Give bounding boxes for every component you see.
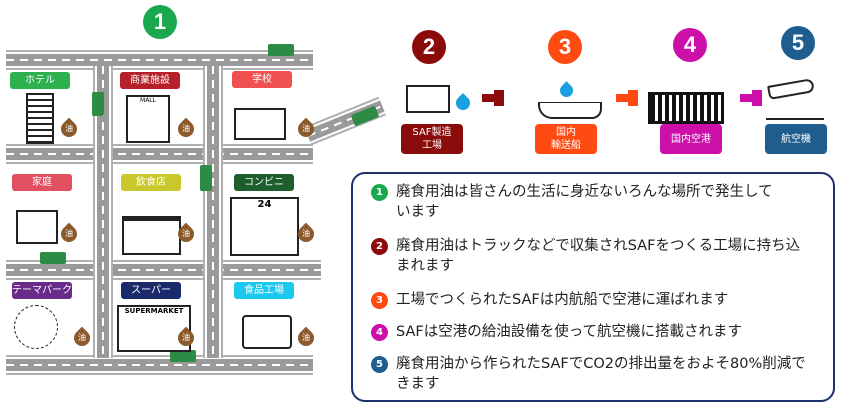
- step-5-badge: 5: [781, 26, 815, 60]
- arrow-right-icon: [740, 90, 762, 106]
- explanation-item: 4 SAFは空港の給油設備を使って航空機に搭載されます: [371, 322, 841, 342]
- airport-icon: [648, 92, 724, 124]
- mall-icon: MALL: [126, 95, 170, 143]
- road: [95, 66, 111, 358]
- road: [6, 262, 321, 278]
- step-3-badge: 3: [548, 30, 582, 64]
- oil-drop-icon: 油: [294, 117, 318, 141]
- oil-drop-icon: 油: [57, 222, 81, 246]
- step-3-label: 国内 輸送船: [535, 124, 597, 154]
- factory-icon: [406, 85, 450, 113]
- explanation-panel: 1 廃食用油は皆さんの生活に身近ないろんな場所で発生しています 2 廃食用油はトラッ…: [351, 172, 835, 402]
- place-label: コンビニ: [234, 174, 294, 191]
- truck-icon: [170, 350, 196, 362]
- saf-drop-icon: [453, 93, 473, 113]
- step-1-badge: 1: [143, 5, 177, 39]
- saf-drop-icon: [557, 81, 576, 100]
- place-label: スーパー: [121, 282, 181, 299]
- explanation-text: 廃食用油は皆さんの生活に身近ないろんな場所で発生しています: [396, 184, 773, 220]
- explanation-item: 3 工場でつくられたSAFは内航船で空港に運ばれます: [371, 290, 831, 310]
- restaurant-icon: [122, 216, 181, 255]
- step-badge: 1: [371, 184, 388, 201]
- place-label: 食品工場: [234, 282, 294, 299]
- road: [6, 52, 313, 68]
- road: [205, 66, 221, 358]
- explanation-item: 1 廃食用油は皆さんの生活に身近ないろんな場所で発生しています: [371, 182, 781, 222]
- place-label: ホテル: [10, 72, 70, 89]
- hotel-icon: [26, 93, 54, 144]
- food-factory-icon: [242, 315, 292, 349]
- oil-drop-icon: 油: [174, 222, 198, 246]
- mall-sign: MALL: [140, 97, 156, 104]
- explanation-item: 5 廃食用油から作られたSAFでCO2の排出量をおよそ80%削減できます: [371, 354, 816, 394]
- step-4-badge: 4: [673, 28, 707, 62]
- truck-icon: [268, 44, 294, 56]
- step-2-badge: 2: [412, 30, 446, 64]
- oil-drop-icon: 油: [57, 117, 81, 141]
- step-4-label: 国内空港: [660, 124, 722, 154]
- house-icon: [16, 210, 58, 244]
- step-badge: 5: [371, 356, 388, 373]
- step-number: 1: [153, 9, 167, 34]
- explanation-text: 廃食用油はトラックなどで収集されSAFをつくる工場に持ち込まれます: [396, 238, 801, 274]
- supermarket-icon: SUPERMARKET: [117, 305, 191, 352]
- step-badge: 3: [371, 292, 388, 309]
- explanation-item: 2 廃食用油はトラックなどで収集されSAFをつくる工場に持ち込まれます: [371, 236, 801, 276]
- arrow-right-icon: [482, 90, 504, 106]
- truck-icon: [40, 252, 66, 264]
- place-label: 商業施設: [120, 72, 180, 89]
- supermarket-sign: SUPERMARKET: [124, 307, 184, 315]
- place-label: 飲食店: [121, 174, 181, 191]
- airplane-icon: [767, 78, 815, 100]
- oil-drop-icon: 油: [174, 117, 198, 141]
- school-icon: [234, 108, 286, 140]
- place-label: 家庭: [12, 174, 72, 191]
- truck-icon: [92, 92, 104, 116]
- oil-drop-icon: 油: [70, 326, 94, 350]
- step-badge: 2: [371, 238, 388, 255]
- explanation-text: SAFは空港の給油設備を使って航空機に搭載されます: [396, 324, 743, 340]
- ferris-wheel-icon: [14, 305, 58, 349]
- road: [6, 146, 313, 162]
- oil-drop-icon: 油: [174, 326, 198, 350]
- ship-icon: [538, 102, 602, 119]
- store-sign: 24: [257, 199, 272, 210]
- arrow-right-icon: [616, 90, 638, 106]
- step-5-label: 航空機: [765, 124, 827, 154]
- explanation-text: 廃食用油から作られたSAFでCO2の排出量をおよそ80%削減できます: [396, 356, 806, 392]
- oil-drop-icon: 油: [294, 326, 318, 350]
- step-badge: 4: [371, 324, 388, 341]
- convenience-store-icon: 24: [230, 197, 299, 256]
- place-label: 学校: [232, 71, 292, 88]
- step-2-label: SAF製造 工場: [401, 124, 463, 154]
- explanation-text: 工場でつくられたSAFは内航船で空港に運ばれます: [396, 292, 729, 308]
- road: [6, 357, 313, 373]
- truck-icon: [200, 165, 212, 191]
- oil-drop-icon: 油: [294, 222, 318, 246]
- place-label: テーマパーク: [12, 282, 72, 299]
- runway-line: [766, 118, 824, 120]
